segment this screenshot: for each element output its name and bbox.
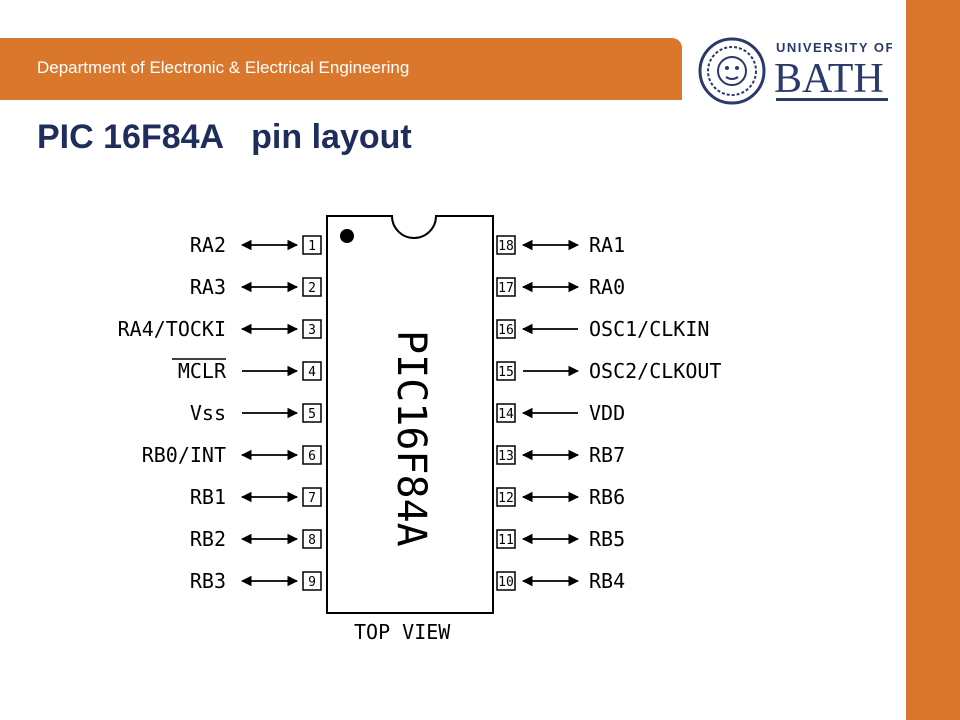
pin-number-box <box>302 571 322 591</box>
pin-number-box <box>496 235 516 255</box>
pin-label: Vss <box>190 401 226 425</box>
pin-number-box <box>302 487 322 507</box>
pin-number-box <box>496 487 516 507</box>
pin-7: 7 RB1 <box>190 485 322 509</box>
pin-number-box <box>496 529 516 549</box>
pin-label: RB3 <box>190 569 226 593</box>
pin-number: 9 <box>308 575 316 590</box>
university-logo: UNIVERSITY OF BATH <box>698 37 892 105</box>
pin-11: 11 RB5 <box>496 527 625 551</box>
pin-label: RA0 <box>589 275 625 299</box>
pin-number-box <box>496 445 516 465</box>
pin-label: RB6 <box>589 485 625 509</box>
pin-number-box <box>302 361 322 381</box>
pin-2: 2 RA3 <box>190 275 322 299</box>
pin-number-box <box>302 403 322 423</box>
pin-number-box <box>496 277 516 297</box>
pin-number-box <box>302 319 322 339</box>
pin-number: 11 <box>498 533 514 548</box>
pin-number: 16 <box>498 323 514 338</box>
department-label: Department of Electronic & Electrical En… <box>37 58 410 77</box>
pin-number: 10 <box>498 575 514 590</box>
pin-number: 5 <box>308 407 316 422</box>
pin-number: 3 <box>308 323 316 338</box>
chip-name-label: PIC16F84A <box>388 330 434 547</box>
pin1-marker-dot <box>340 229 354 243</box>
pin-label: RB1 <box>190 485 226 509</box>
pin-number: 18 <box>498 239 514 254</box>
pin-label: RB7 <box>589 443 625 467</box>
pin-label: OSC2/CLKOUT <box>589 359 721 383</box>
pin-number: 2 <box>308 281 316 296</box>
chip-body <box>326 215 494 614</box>
pin-number: 13 <box>498 449 514 464</box>
right-accent-stripe <box>906 0 960 720</box>
pin-9: 9 RB3 <box>190 569 322 593</box>
university-name-text: BATH <box>774 56 884 102</box>
pin-number: 15 <box>498 365 514 380</box>
university-top-text: UNIVERSITY OF <box>776 40 892 55</box>
pin-label: RA2 <box>190 233 226 257</box>
pin-number-box <box>302 277 322 297</box>
pin-4: 4 MCLR <box>172 358 322 383</box>
pin-number: 14 <box>498 407 514 422</box>
pin-6: 6 RB0/INT <box>142 443 322 467</box>
pin-number: 12 <box>498 491 514 506</box>
pin-label: RA4/TOCKI <box>118 317 226 341</box>
pin-number-box <box>496 319 516 339</box>
pin-number-box <box>496 361 516 381</box>
pin-18: 18 RA1 <box>496 233 625 257</box>
crest-icon <box>698 37 766 105</box>
pin-17: 17 RA0 <box>496 275 625 299</box>
pin-number: 4 <box>308 365 316 380</box>
pin-number: 6 <box>308 449 316 464</box>
pin-number-box <box>496 403 516 423</box>
pin-5: 5 Vss <box>190 401 322 425</box>
pin-label: VDD <box>589 401 625 425</box>
pin-number: 1 <box>308 239 316 254</box>
pin-number: 8 <box>308 533 316 548</box>
pin-10: 10 RB4 <box>496 569 625 593</box>
pin-label: MCLR <box>178 359 227 383</box>
pin-label: OSC1/CLKIN <box>589 317 709 341</box>
pin-label: RB2 <box>190 527 226 551</box>
pin-14: 14 VDD <box>496 401 625 425</box>
pin-1: 1 RA2 <box>190 233 322 257</box>
pin-number-box <box>302 529 322 549</box>
pin-label: RA3 <box>190 275 226 299</box>
header-bar <box>0 38 682 100</box>
view-label: TOP VIEW <box>354 620 451 644</box>
pin-12: 12 RB6 <box>496 485 625 509</box>
pin-label: RA1 <box>589 233 625 257</box>
pin-label: RB0/INT <box>142 443 226 467</box>
pin-number: 17 <box>498 281 514 296</box>
pin-label: RB4 <box>589 569 625 593</box>
pin-number-box <box>496 571 516 591</box>
pin-3: 3 RA4/TOCKI <box>118 317 322 341</box>
pin-number-box <box>302 445 322 465</box>
pin-8: 8 RB2 <box>190 527 322 551</box>
pin-number: 7 <box>308 491 316 506</box>
pin-13: 13 RB7 <box>496 443 625 467</box>
pin-15: 15 OSC2/CLKOUT <box>496 359 721 383</box>
slide-title: PIC 16F84A pin layout <box>37 118 412 156</box>
pin-16: 16 OSC1/CLKIN <box>496 317 709 341</box>
pin-number-box <box>302 235 322 255</box>
pin-label: RB5 <box>589 527 625 551</box>
